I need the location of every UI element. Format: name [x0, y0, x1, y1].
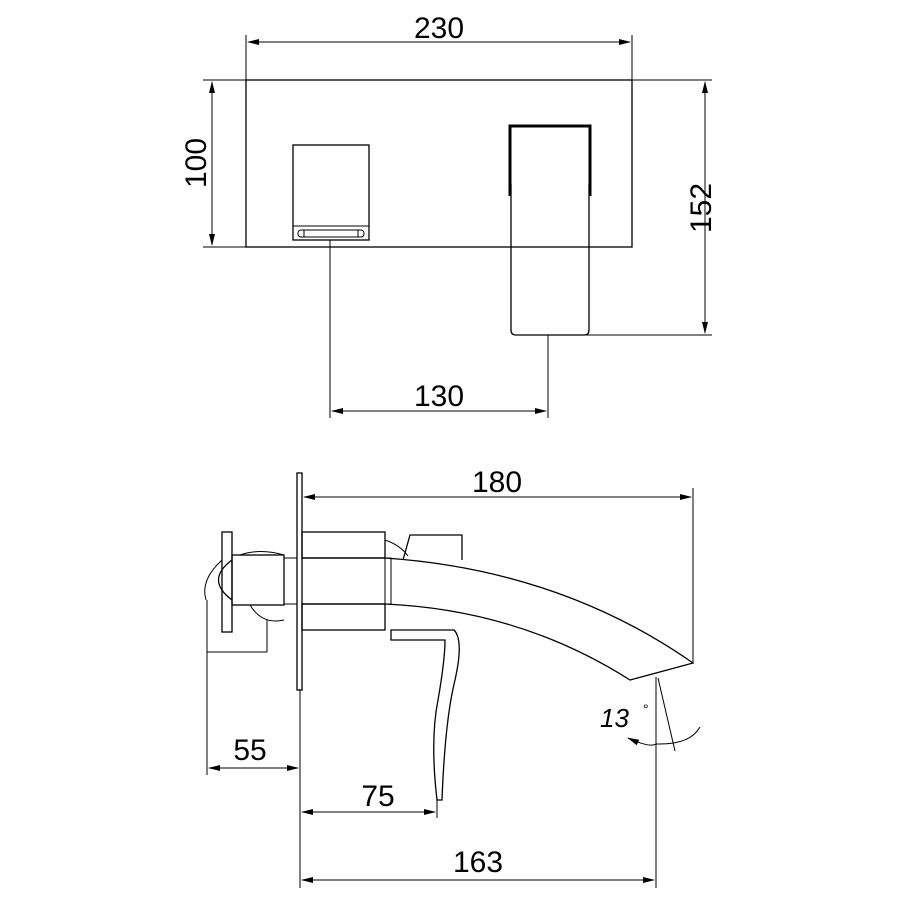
degree-symbol: ° — [643, 701, 649, 717]
dimension-180-label: 180 — [472, 466, 522, 499]
angle-13-label: 13 — [600, 703, 629, 733]
dimension-100-label: 100 — [180, 138, 213, 188]
dimension-152-label: 152 — [685, 183, 718, 233]
wall-plate-side — [296, 472, 303, 691]
spout-front — [508, 124, 592, 336]
dimension-163-label: 163 — [453, 846, 503, 879]
spout-side — [302, 557, 695, 681]
dimension-230-label: 230 — [414, 12, 464, 45]
angle-13-arc — [628, 727, 701, 745]
lever — [384, 534, 463, 801]
dimension-130-label: 130 — [414, 380, 464, 413]
wall-plate — [245, 79, 633, 248]
side-handle — [204, 531, 285, 653]
handle-front — [292, 144, 370, 241]
dimension-75-label: 75 — [361, 780, 394, 813]
dimension-55-label: 55 — [233, 734, 266, 767]
front-view: 230 100 152 130 — [180, 12, 718, 418]
side-view: 180 55 75 163 13 ° — [204, 466, 701, 888]
